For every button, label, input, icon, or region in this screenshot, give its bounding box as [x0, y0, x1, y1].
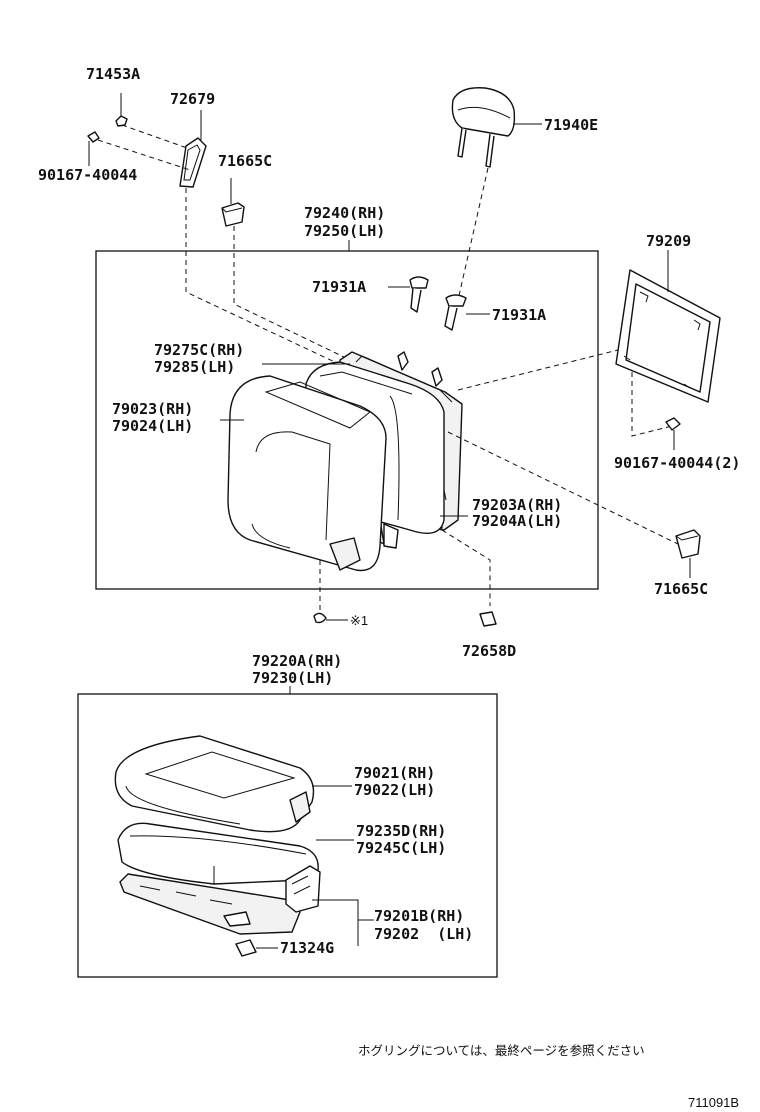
label-71665c-right: 71665C [654, 580, 708, 598]
label-72658d: 72658D [462, 642, 516, 660]
label-71453a: 71453A [86, 65, 140, 83]
seatback-cover-79023-drawing [220, 375, 387, 572]
label-71940e: 71940E [544, 116, 598, 134]
label-71324g: 71324G [280, 939, 334, 957]
seat-cushion-assembly-box [77, 693, 498, 978]
label-79024: 79024(LH) [112, 417, 193, 435]
screw-90167-40044-right-drawing [665, 417, 681, 450]
label-79250: 79250(LH) [304, 222, 385, 240]
cover-72679-drawing [179, 110, 207, 188]
cushion-pad-79235d-drawing [117, 822, 354, 885]
label-90167-top: 90167-40044 [38, 166, 137, 184]
cap-71665c-top-drawing [221, 178, 245, 227]
hog-ring-footnote: ホグリングについては、最終ページを参照ください [358, 1043, 645, 1058]
screw-90167-40044-drawing [87, 131, 100, 166]
guide-71931a-left-drawing [388, 276, 429, 313]
clip-71324g-drawing [235, 939, 278, 957]
label-79022: 79022(LH) [354, 781, 435, 799]
cap-71665c-right-drawing [675, 529, 701, 578]
headrest-71940e-drawing [451, 87, 542, 168]
label-79023: 79023(RH) [112, 400, 193, 418]
clip-71453a-drawing [115, 93, 128, 127]
guide-71931a-right-drawing [444, 294, 490, 331]
label-79201b: 79201B(RH) [374, 907, 464, 925]
label-79209: 79209 [646, 232, 691, 250]
hog-ring-drawing [313, 612, 348, 624]
label-79285: 79285(LH) [154, 358, 235, 376]
label-79240: 79240(RH) [304, 204, 385, 222]
cushion-frame-79201b-drawing [119, 865, 374, 946]
label-71931a-left: 71931A [312, 278, 366, 296]
back-board-79209-drawing [615, 250, 721, 403]
label-79275c: 79275C(RH) [154, 341, 244, 359]
seatback-assembly-box [95, 250, 599, 590]
label-79235d: 79235D(RH) [356, 822, 446, 840]
label-72679: 72679 [170, 90, 215, 108]
figure-code: 711091B [688, 1095, 739, 1110]
label-79220a: 79220A(RH) [252, 652, 342, 670]
label-90167-right: 90167-40044(2) [614, 454, 740, 472]
bushing-72658d-drawing [479, 611, 497, 627]
label-79203a: 79203A(RH) [472, 496, 562, 514]
label-79202: 79202 (LH) [374, 925, 473, 943]
label-79230: 79230(LH) [252, 669, 333, 687]
label-79021: 79021(RH) [354, 764, 435, 782]
label-79204a: 79204A(LH) [472, 512, 562, 530]
label-79245c: 79245C(LH) [356, 839, 446, 857]
label-reference-mark: ※1 [350, 613, 368, 628]
label-71665c-top: 71665C [218, 152, 272, 170]
label-71931a-right: 71931A [492, 306, 546, 324]
cushion-cover-79021-drawing [114, 735, 352, 833]
